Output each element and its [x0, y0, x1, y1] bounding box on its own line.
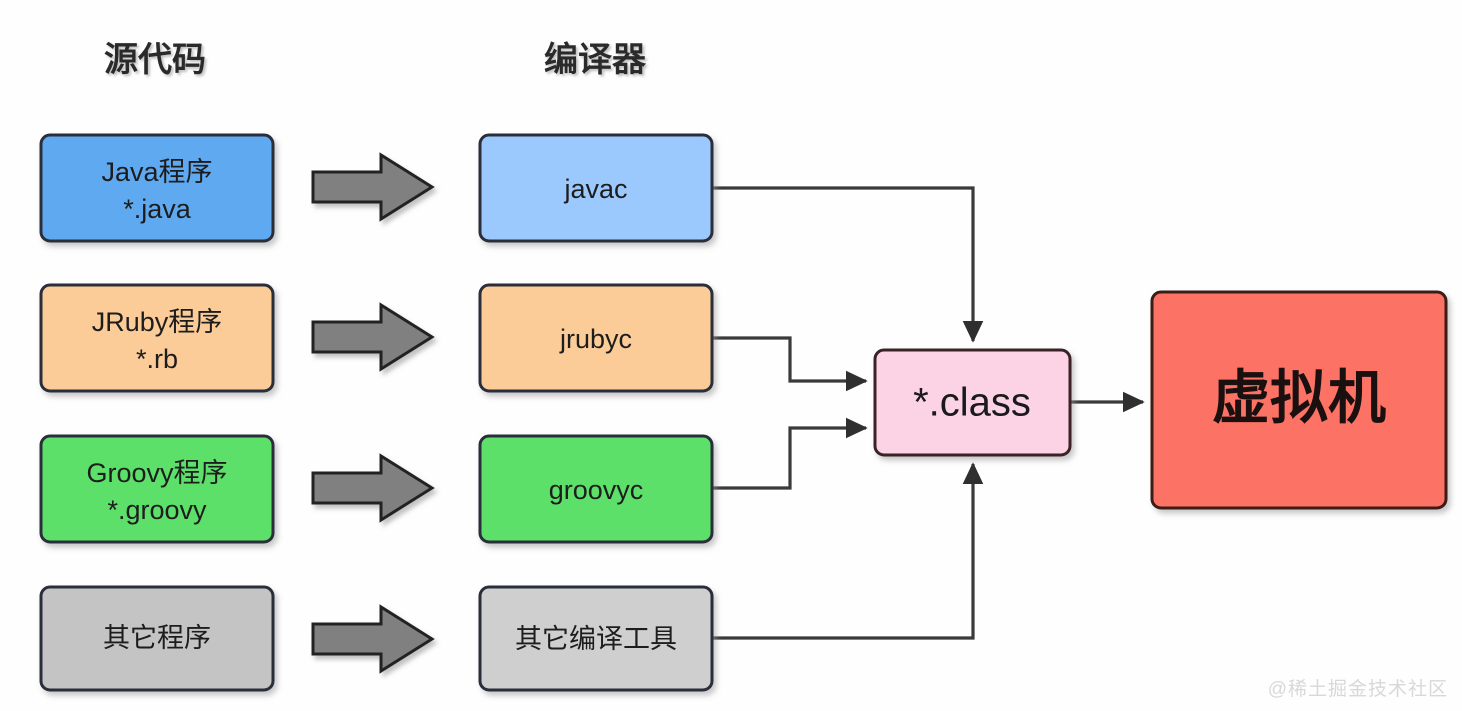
source-node-groovy[interactable]: Groovy程序 *.groovy [39, 434, 275, 544]
virtual-machine-node-label: 虚拟机 [1212, 365, 1386, 430]
source-node-java-line2: *.java [123, 194, 192, 224]
column-headers: 源代码 编译器 [104, 41, 647, 79]
connector-group [712, 186, 1145, 640]
source-node-groovy-line1: Groovy程序 [86, 458, 227, 488]
compiler-node-other-rect[interactable] [478, 585, 714, 692]
compiler-node-jrubyc[interactable]: jrubyc [478, 283, 714, 393]
compiler-node-groovyc-rect[interactable] [478, 434, 714, 544]
compiler-node-groovyc-label: groovyc [549, 475, 644, 505]
compiler-node-jrubyc-rect[interactable] [478, 283, 714, 393]
connector-javac-to-class [712, 186, 984, 343]
block-arrow-jruby-to-jrubyc [311, 302, 435, 372]
source-node-groovy-rect[interactable] [39, 434, 275, 544]
source-node-other-line1: 其它程序 [103, 623, 211, 653]
compiler-node-javac[interactable]: javac [478, 133, 714, 243]
class-file-node-rect[interactable] [873, 348, 1072, 457]
source-node-jruby-line2: *.rb [136, 344, 178, 374]
compiler-node-javac-rect[interactable] [478, 133, 714, 243]
watermark: @稀土掘金技术社区 [1267, 679, 1448, 700]
source-node-other-rect[interactable] [39, 585, 275, 692]
connector-groovyc-to-class [712, 417, 868, 490]
compiler-node-other-label: 其它编译工具 [515, 624, 677, 654]
source-node-java-line1: Java程序 [101, 157, 212, 187]
column-header-compiler: 编译器 [544, 41, 647, 79]
block-arrow-other-to-other-compiler [311, 604, 435, 674]
class-file-node[interactable]: *.class [873, 348, 1072, 457]
class-file-node-label: *.class [913, 381, 1031, 425]
virtual-machine-node[interactable]: 虚拟机 [1150, 290, 1448, 510]
source-node-groovy-line2: *.groovy [107, 495, 207, 525]
column-header-source-code: 源代码 [104, 41, 206, 79]
compiler-node-other[interactable]: 其它编译工具 [478, 585, 714, 692]
block-arrow-groovy-to-groovyc [311, 453, 435, 523]
source-node-java-rect[interactable] [39, 133, 275, 243]
source-node-jruby[interactable]: JRuby程序 *.rb [39, 283, 275, 393]
source-node-other[interactable]: 其它程序 [39, 585, 275, 692]
compiler-node-groovyc[interactable]: groovyc [478, 434, 714, 544]
source-node-java[interactable]: Java程序 *.java [39, 133, 275, 243]
source-node-jruby-line1: JRuby程序 [92, 307, 223, 337]
compiler-node-jrubyc-label: jrubyc [559, 324, 632, 354]
virtual-machine-node-rect[interactable] [1150, 290, 1448, 510]
connector-jrubyc-to-class [712, 336, 868, 392]
block-arrow-java-to-javac [311, 152, 435, 222]
block-arrow-group [311, 152, 435, 674]
connector-other-compiler-to-class [712, 462, 984, 640]
source-node-jruby-rect[interactable] [39, 283, 275, 393]
compiler-node-javac-label: javac [563, 174, 627, 204]
